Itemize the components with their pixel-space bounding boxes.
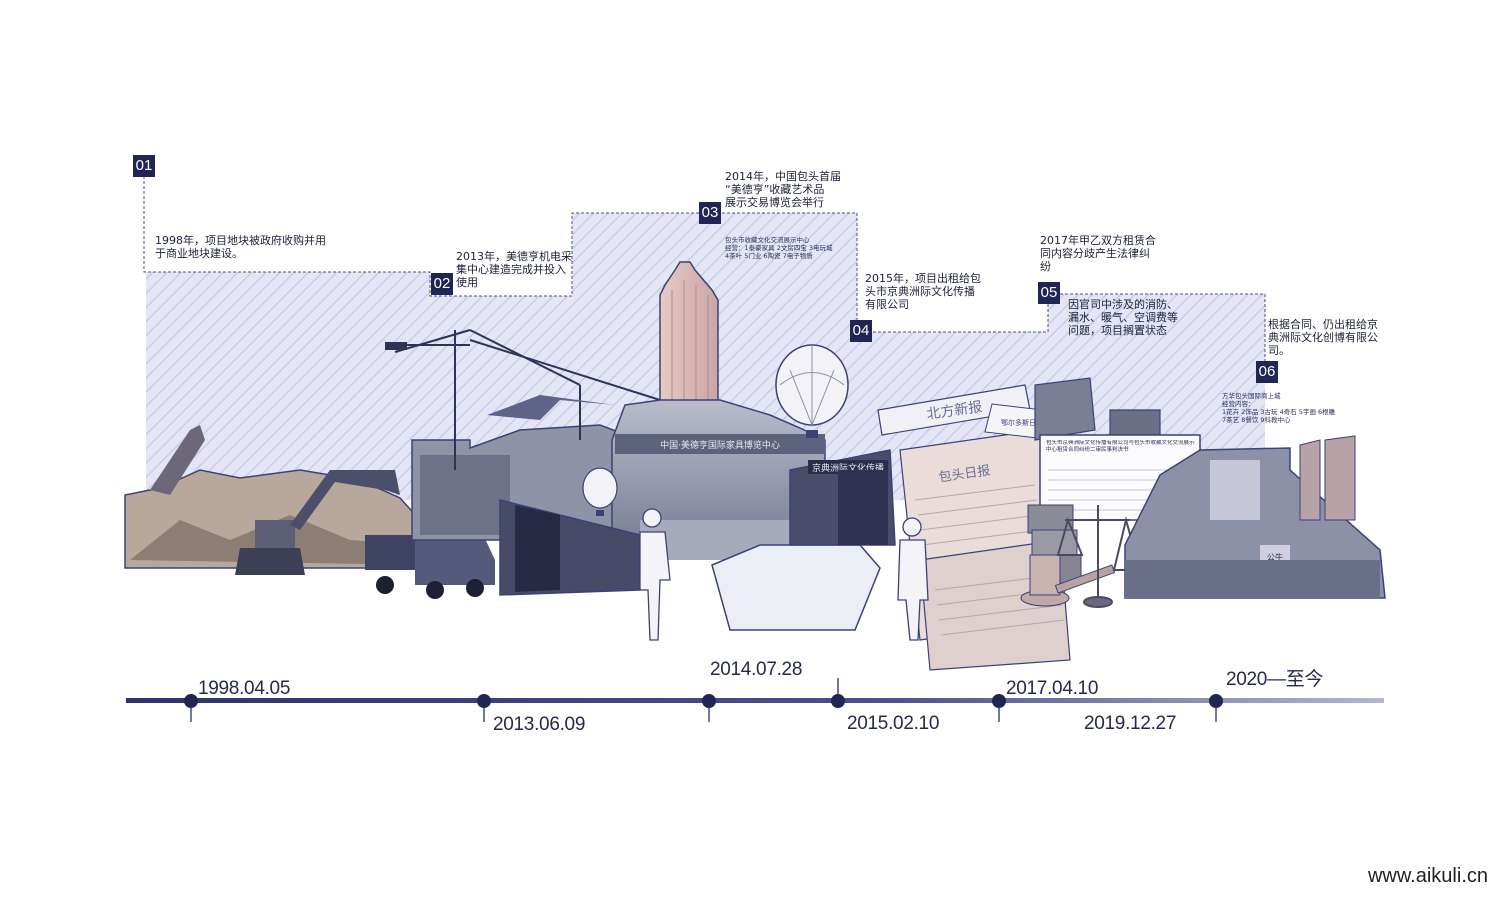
newspaper-masthead-1: 北方新报 [926, 399, 984, 423]
court-document-title: 包头市京典洲际文化传播有限公司与包头市收藏文化交流展示中心租赁合同纠纷二审民事判… [1046, 440, 1195, 453]
date-label-7: 2020—至今 [1226, 669, 1324, 690]
date-label-3: 2014.07.28 [710, 659, 803, 680]
newspaper-masthead-3: 鄂尔多斯日报 [1001, 418, 1043, 427]
badge-05: 05 [1038, 282, 1060, 304]
dashed-step-outline [143, 176, 1266, 362]
timeline-node [184, 694, 198, 708]
badge-06: 06 [1256, 361, 1278, 383]
collage-photos: 中国·美德亨国际家具博览中心 京典洲际文化传播 北方新报 包头日报 [124, 261, 1386, 671]
badge-02: 02 [431, 273, 453, 295]
mall-sign: 公牛 [1267, 552, 1283, 562]
excavator-image [235, 470, 400, 575]
milestone-04-text: 2015年，项目出租给包头市京典洲际文化传播有限公司 [865, 272, 981, 311]
timeline-node [477, 694, 491, 708]
date-label-4: 2015.02.10 [847, 713, 940, 734]
milestone-02-text: 2013年，美德亨机电采集中心建造完成并投入使用 [456, 250, 572, 289]
timeline-node [1209, 694, 1223, 708]
tower-building-image [659, 261, 719, 421]
milestone-05-text-bottom: 因官司中涉及的消防、漏水、暖气、空调费等问题，项目搁置状态 [1068, 298, 1178, 337]
gavel-icon [1020, 554, 1116, 607]
highrise-photo [1299, 435, 1356, 521]
timeline-node [831, 694, 845, 708]
person-figure-right [897, 517, 929, 641]
watermark: www.aikuli.cn [1367, 865, 1488, 887]
truck-image [365, 528, 495, 599]
pedestal-image [711, 544, 881, 631]
badge-01: 01 [133, 155, 155, 177]
date-label-1: 1998.04.05 [198, 678, 291, 699]
building-sign: 中国·美德亨国际家具博览中心 [660, 439, 780, 451]
date-label-6: 2019.12.27 [1084, 713, 1177, 734]
date-label-5: 2017.04.10 [1006, 678, 1099, 699]
badge-04: 04 [850, 320, 872, 342]
timeline-node [702, 694, 716, 708]
timeline-axis [126, 698, 1384, 703]
milestone-06-text: 根据合同、仍出租给京典洲际文化创博有限公司。 [1268, 318, 1378, 357]
newspaper-masthead-2: 包头日报 [938, 463, 992, 485]
person-figure-left [639, 508, 671, 641]
timeline-nodes [184, 678, 1223, 722]
small-balloon-icon [582, 467, 618, 516]
milestone-01-text: 1998年，项目地块被政府收购并用于商业地块建设。 [155, 234, 326, 260]
badge-03: 03 [699, 202, 721, 224]
date-label-2: 2013.06.09 [493, 714, 586, 735]
milestone-05-text-top: 2017年甲乙双方租赁合同内容分歧产生法律纠纷 [1040, 234, 1156, 273]
timeline-node [992, 694, 1006, 708]
residential-blocks-photo [1034, 377, 1096, 441]
balloon-icon [775, 344, 849, 438]
milestone-03-text: 2014年，中国包头首届“美德亨”收藏艺术品展示交易博览会举行 [725, 170, 841, 209]
